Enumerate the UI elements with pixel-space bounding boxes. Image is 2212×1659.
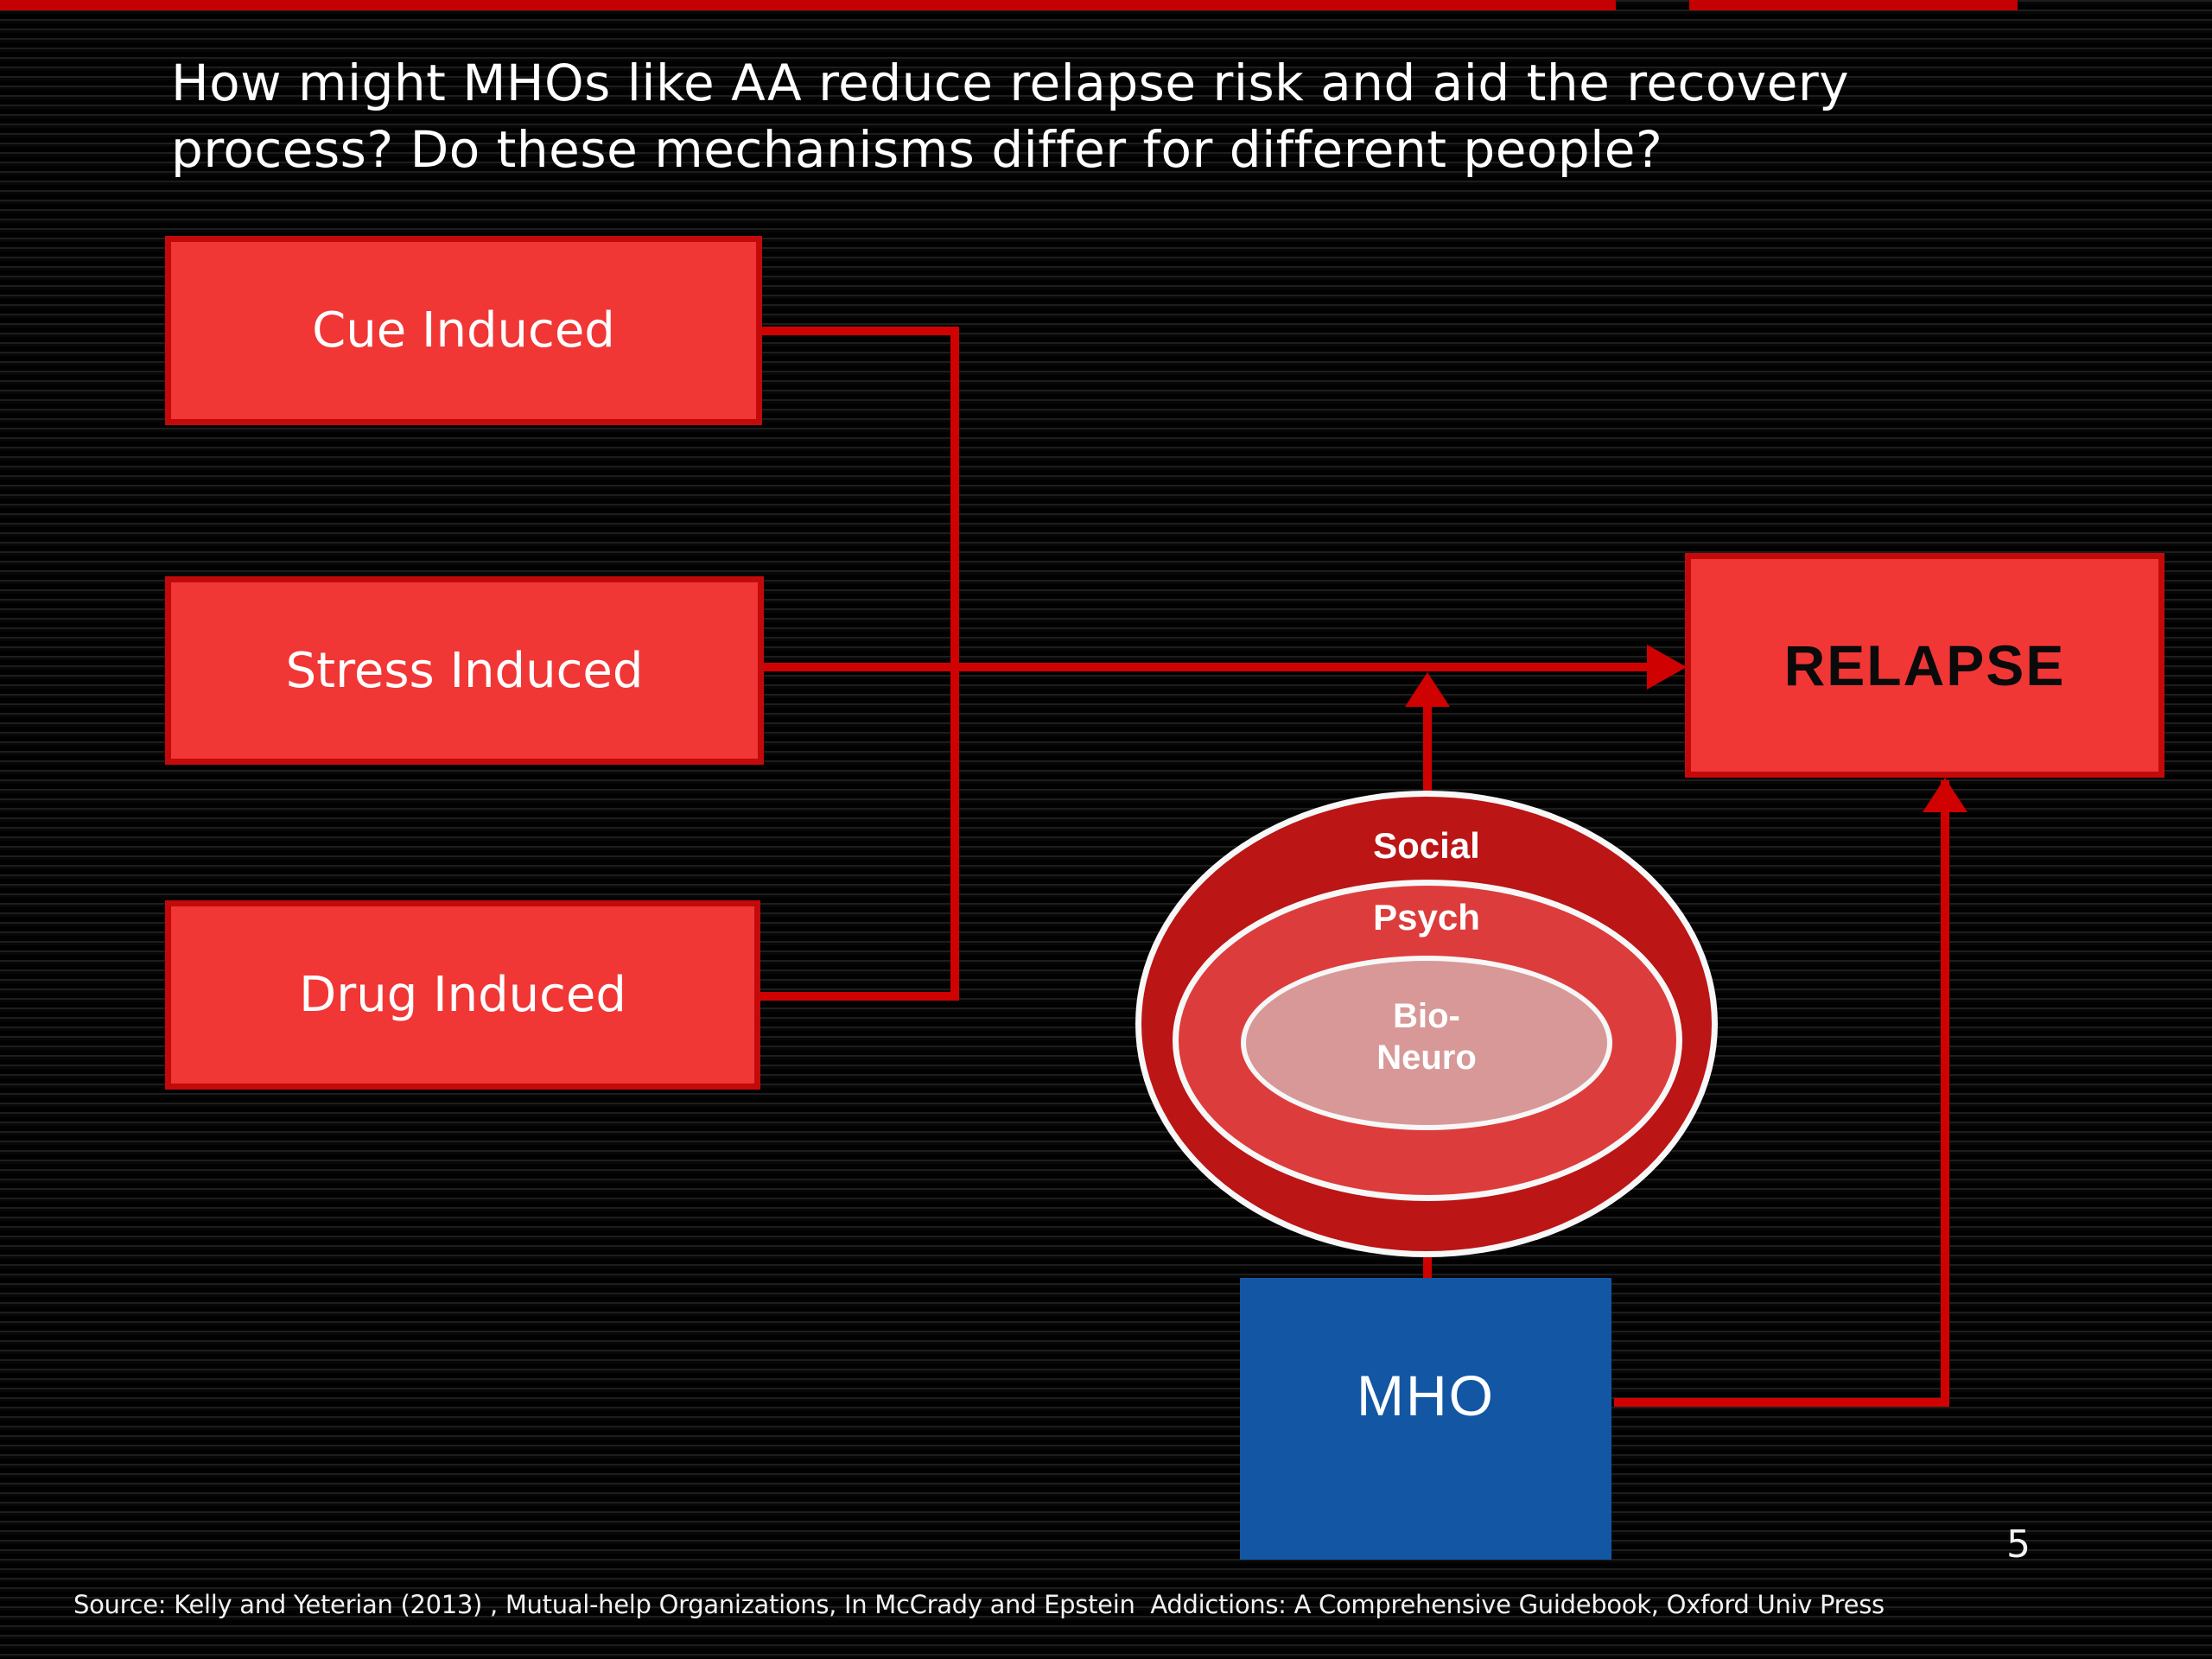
- box-mho: MHO: [1240, 1278, 1611, 1560]
- box-drug-induced-label: Drug Induced: [299, 967, 626, 1023]
- top-red-bar-segment-2: [1689, 0, 2018, 10]
- ellipse-social-label: Social: [1373, 825, 1480, 866]
- source-citation: Source: Kelly and Yeterian (2013) , Mutu…: [73, 1590, 1885, 1619]
- connector-ellipse-to-pathway: [1423, 696, 1432, 793]
- arrowhead-into-relapse-bottom-icon: [1923, 778, 1967, 812]
- ellipse-psych-label: Psych: [1373, 897, 1480, 938]
- connector-cue-horizontal: [756, 327, 958, 335]
- connector-mho-to-ellipse: [1423, 1248, 1432, 1281]
- arrowhead-ellipse-up-icon: [1405, 672, 1450, 707]
- ellipse-bio-neuro-label: Bio- Neuro: [1280, 995, 1573, 1078]
- box-mho-label: MHO: [1357, 1363, 1495, 1427]
- top-red-bar: [0, 0, 1616, 10]
- box-relapse-label: RELAPSE: [1783, 633, 2066, 697]
- ellipse-bio-neuro: [1241, 956, 1612, 1130]
- box-drug-induced: Drug Induced: [165, 900, 760, 1090]
- box-cue-induced: Cue Induced: [165, 236, 762, 425]
- bio-neuro-line-1: Bio-: [1393, 997, 1460, 1035]
- box-relapse: RELAPSE: [1685, 553, 2164, 778]
- box-stress-induced: Stress Induced: [165, 576, 764, 765]
- arrowhead-into-relapse-icon: [1647, 645, 1687, 690]
- connector-stress-to-relapse: [759, 663, 1657, 671]
- box-stress-induced-label: Stress Induced: [285, 642, 644, 699]
- connector-mho-vertical: [1941, 780, 1949, 1407]
- connector-mho-horizontal: [1614, 1398, 1949, 1407]
- box-cue-induced-label: Cue Induced: [312, 302, 615, 359]
- title-line-2: process? Do these mechanisms differ for …: [171, 120, 1663, 179]
- slide-title: How might MHOs like AA reduce relapse ri…: [171, 50, 1849, 183]
- bio-neuro-line-2: Neuro: [1376, 1039, 1477, 1077]
- page-number: 5: [2006, 1522, 2031, 1567]
- title-line-1: How might MHOs like AA reduce relapse ri…: [171, 54, 1850, 112]
- connector-drug-horizontal: [756, 992, 958, 1001]
